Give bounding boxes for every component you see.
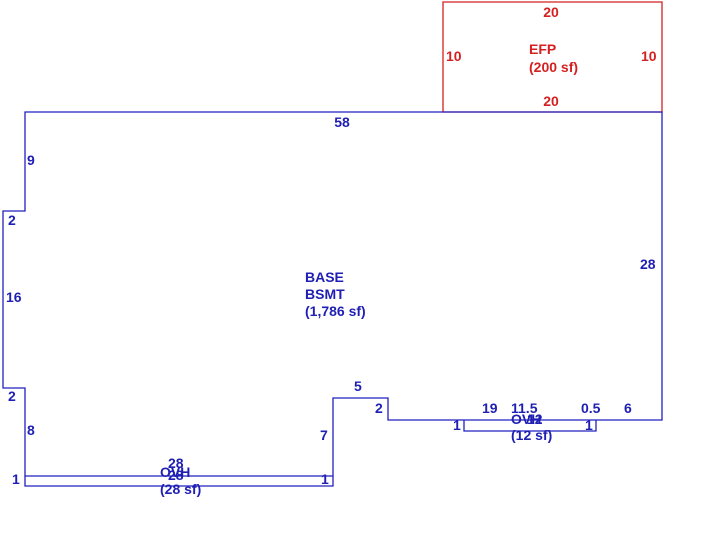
ovh-right-name: OVH (511, 411, 541, 427)
base-dim-left-lower: 8 (27, 422, 35, 438)
efp-dim-top: 20 (543, 4, 559, 20)
ovh-right-dim-top: 12 (527, 411, 543, 427)
base-dim-bottom-b: 11.5 (511, 400, 538, 416)
base-dim-left-mid: 16 (6, 289, 22, 305)
base-dim-top: 58 (334, 114, 350, 130)
ovh-right-dim-right: 1 (585, 417, 593, 433)
efp-dim-left: 10 (446, 48, 462, 64)
base-dim-step-upper: 2 (8, 212, 16, 228)
ovh-left-dim-bottom: 28 (168, 467, 184, 483)
base-dim-notch-down: 2 (375, 400, 383, 416)
base-label-line1: BASE (305, 269, 344, 285)
ovh-right-area: (12 sf) (511, 427, 552, 443)
efp-dim-bottom: 20 (543, 93, 559, 109)
ovh-right-dim-left: 1 (453, 417, 461, 433)
efp-dim-right: 10 (641, 48, 657, 64)
base-dim-notch-top: 5 (354, 378, 362, 394)
base-dim-step-lower: 2 (8, 388, 16, 404)
base-label-line2: BSMT (305, 286, 345, 302)
base-dim-right: 28 (640, 256, 656, 272)
base-area: (1,786 sf) (305, 303, 366, 319)
ovh-left-dim-top: 28 (168, 455, 184, 471)
base-dim-notch-up: 7 (320, 427, 328, 443)
efp-name: EFP (529, 41, 556, 57)
base-dim-bottom-d: 6 (624, 400, 632, 416)
ovh-left-dim-left: 1 (12, 471, 20, 487)
ovh-left-dim-right: 1 (321, 471, 329, 487)
base-dim-bottom-a: 19 (482, 400, 498, 416)
base-dim-left-upper: 9 (27, 152, 35, 168)
base-dim-bottom-c: 0.5 (581, 400, 601, 416)
ovh-left-name: OVH (160, 464, 190, 480)
ovh-left-area: (28 sf) (160, 481, 201, 497)
ovh-left-outline (24, 476, 334, 487)
efp-area: (200 sf) (529, 59, 578, 75)
ovh-right-outline (463, 420, 597, 432)
